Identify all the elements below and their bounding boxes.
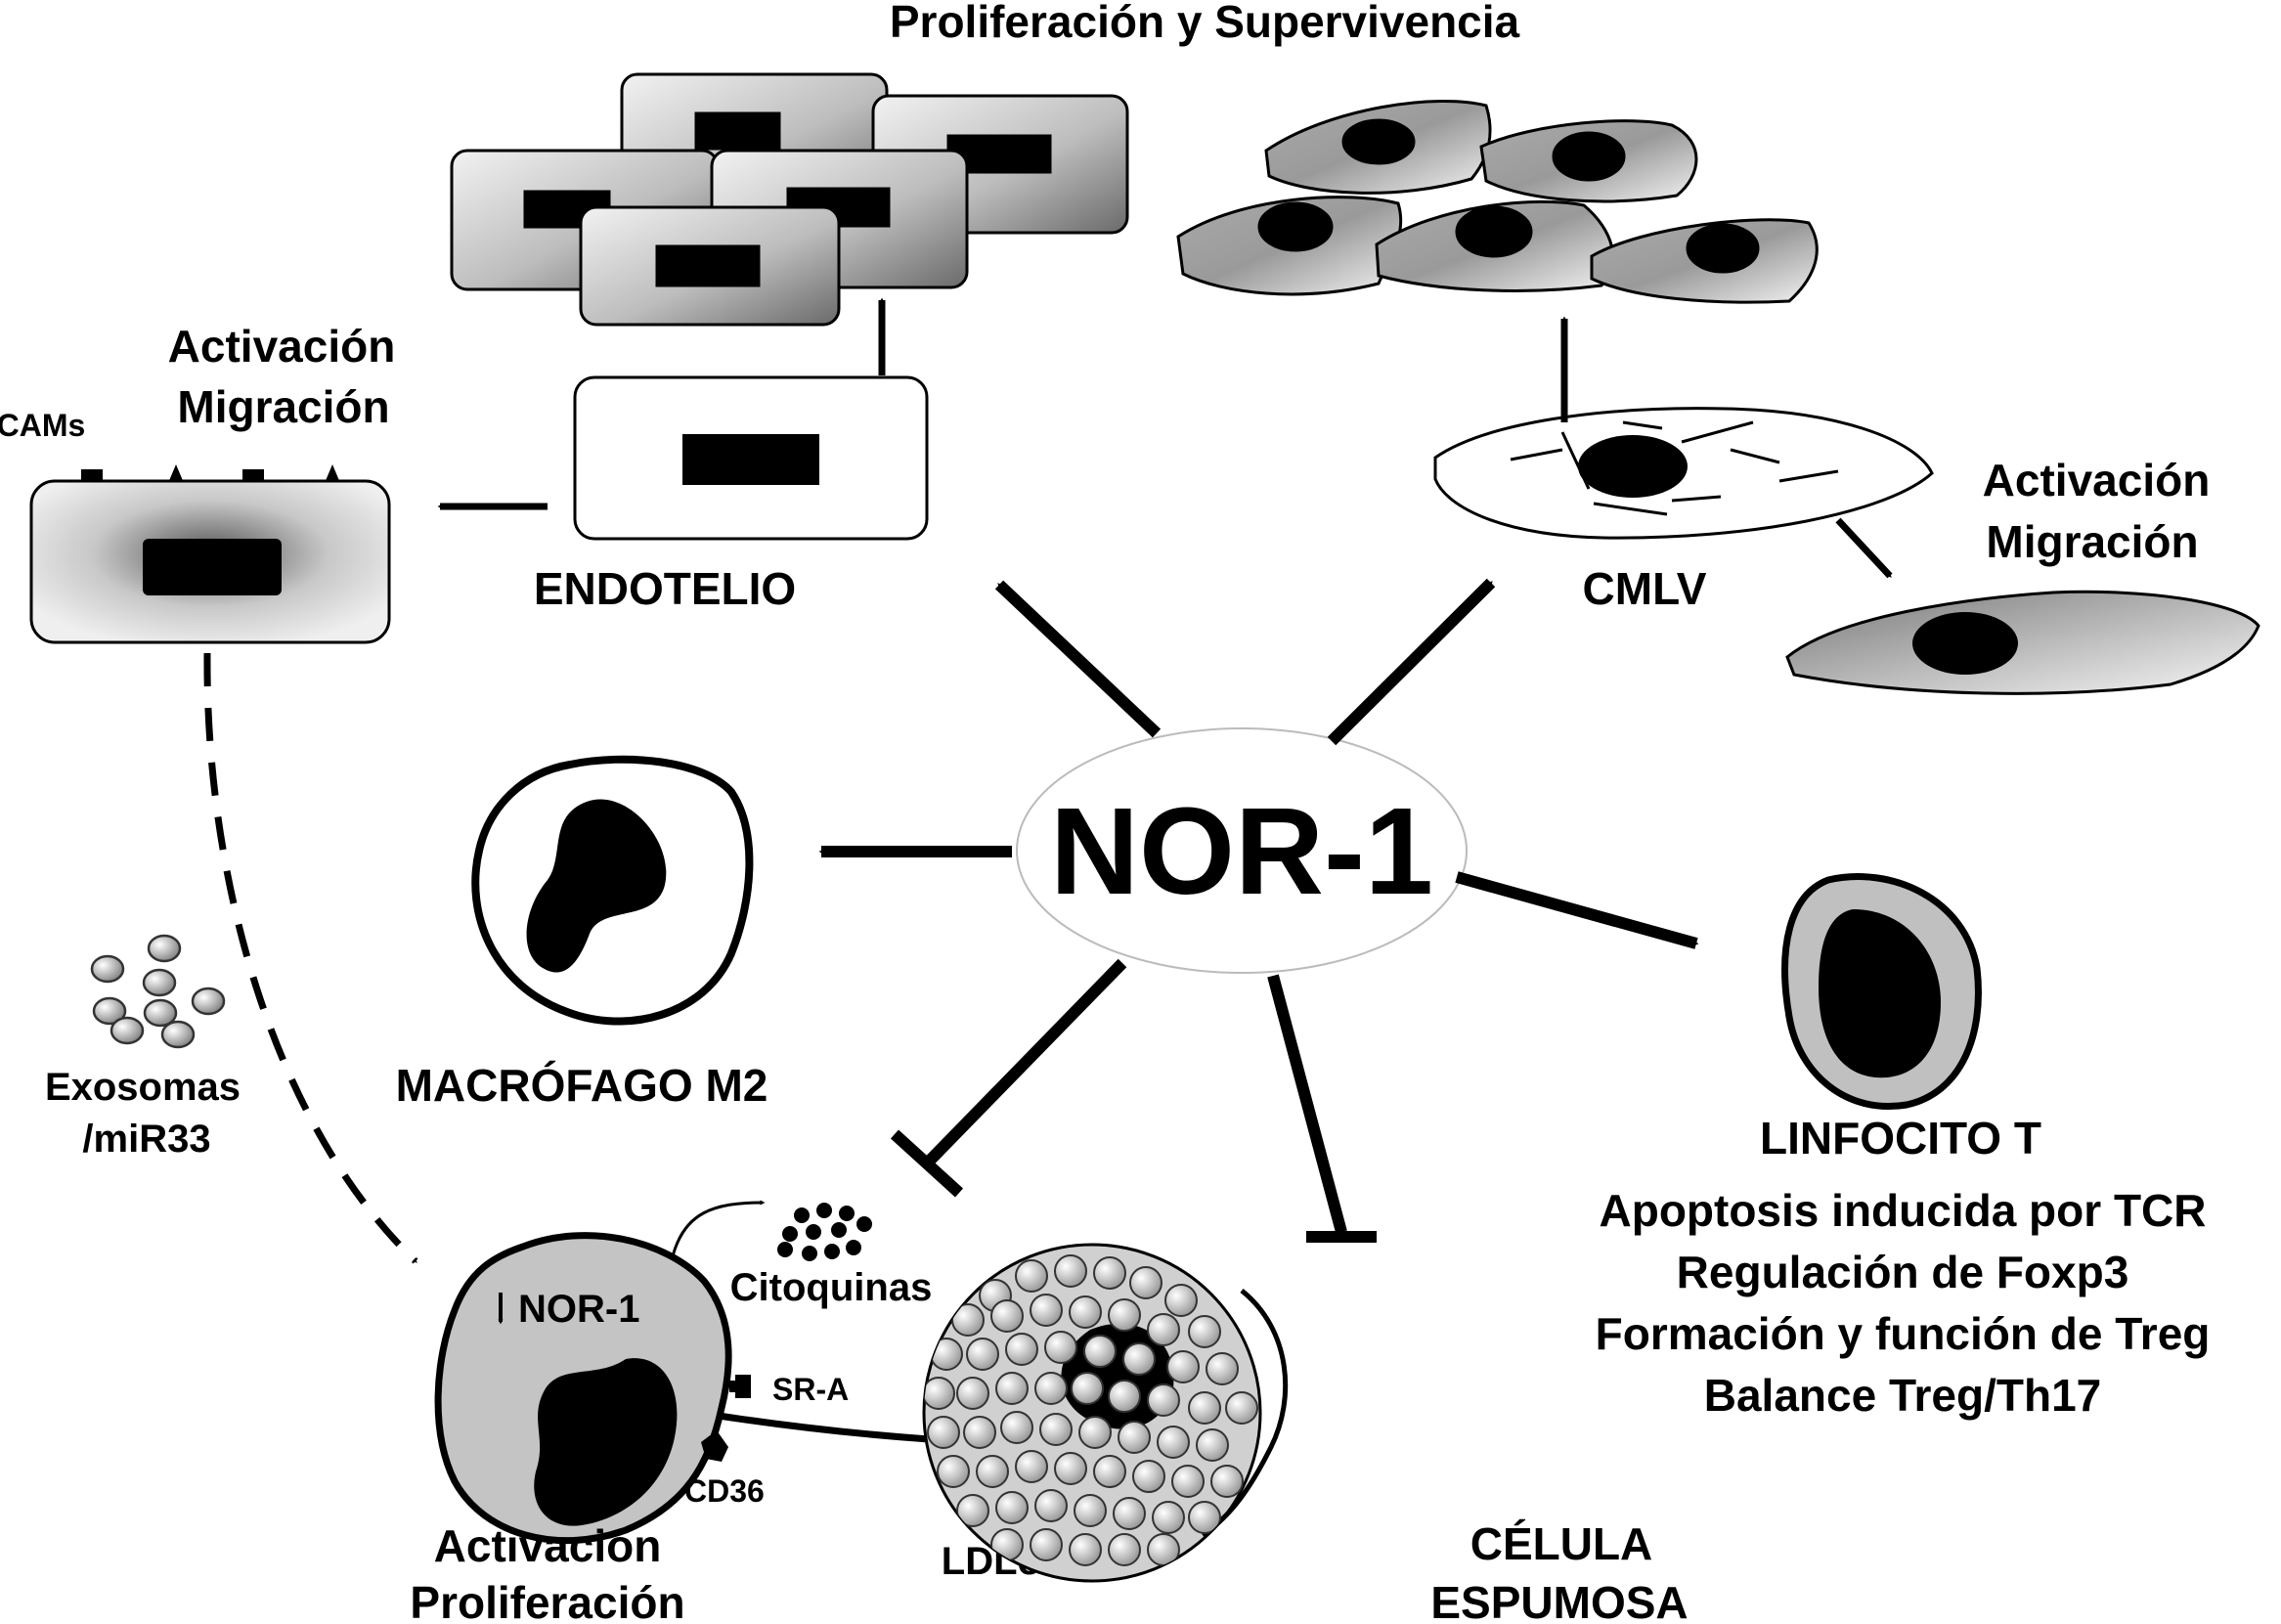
proliferation-label: Proliferación y Supervivencia bbox=[890, 0, 1520, 47]
arrow-to-lymphocyte bbox=[1455, 871, 1699, 949]
smc-resting bbox=[1433, 407, 1934, 540]
foam-cell-label: CÉLULA bbox=[1470, 1518, 1653, 1569]
endothelium-migration-label: Migración bbox=[177, 381, 389, 432]
foam-cell-label: ESPUMOSA bbox=[1430, 1577, 1688, 1624]
nor1-center: NOR-1 bbox=[1016, 727, 1468, 974]
lymphocyte-effect: Apoptosis inducida por TCR bbox=[1600, 1185, 2207, 1236]
endothelium-activation-label: Activación bbox=[168, 321, 396, 372]
t-lymphocyte-label: LINFOCITO T bbox=[1760, 1113, 2041, 1163]
exosomes bbox=[90, 934, 226, 1049]
smc-label: CMLV bbox=[1583, 563, 1707, 614]
exosomes-label: Exosomas bbox=[45, 1066, 241, 1109]
endothelium-label: ENDOTELIO bbox=[534, 563, 796, 614]
smc-migrating bbox=[1785, 590, 2260, 695]
cd36-label: CD36 bbox=[684, 1473, 765, 1509]
lymphocyte-effect: Regulación de Foxp3 bbox=[1677, 1247, 2129, 1297]
macrophage-proliferation-label: Proliferación bbox=[410, 1577, 684, 1624]
macrophage-m2-label: MACRÓFAGO M2 bbox=[396, 1060, 768, 1111]
lipid-droplets bbox=[924, 1254, 1258, 1566]
nor1-inhibitions bbox=[890, 958, 1377, 1243]
endothelial-cell-resting bbox=[573, 375, 929, 541]
macrophage-nucleus bbox=[534, 1358, 678, 1526]
nor1-center-label: NOR-1 bbox=[1050, 782, 1433, 920]
smc-migration-label: Migración bbox=[1986, 516, 2198, 567]
cd36-receptor bbox=[701, 1430, 728, 1462]
smc-cell-stack bbox=[1176, 100, 1819, 304]
macrophage-m2-cell bbox=[471, 755, 754, 1026]
receptors bbox=[701, 1375, 751, 1462]
macrophage-m2-nucleus bbox=[526, 799, 667, 973]
endothelial-cell-activated bbox=[29, 479, 391, 644]
sra-label: SR-A bbox=[772, 1372, 849, 1407]
arrow-smc-migration bbox=[1835, 517, 1893, 579]
arrow-to-endothelium bbox=[994, 580, 1162, 738]
exosome-dashed-path bbox=[203, 652, 418, 1264]
lymphocyte-effect: Balance Treg/Th17 bbox=[1704, 1370, 2102, 1421]
inhibition-cytokines bbox=[922, 958, 1127, 1168]
arrow-to-smc bbox=[1327, 578, 1496, 746]
smc-activation-label: Activación bbox=[1983, 455, 2211, 505]
activated-macrophage-cell bbox=[434, 1232, 732, 1545]
inhibition-foam-cell bbox=[1267, 974, 1347, 1234]
cytokine-release-arrow bbox=[671, 1200, 766, 1257]
macrophage-activation-label: Activación bbox=[434, 1520, 662, 1571]
endothelial-cell-stack bbox=[450, 72, 1129, 327]
t-lymphocyte-cell bbox=[1781, 873, 1982, 1110]
macrophage-nor1-label: NOR-1 bbox=[518, 1288, 639, 1331]
cytokines bbox=[777, 1203, 872, 1261]
lymphocyte-effect: Formación y función de Treg bbox=[1596, 1308, 2211, 1359]
mir33-label: /miR33 bbox=[82, 1118, 210, 1161]
sra-receptor bbox=[735, 1375, 751, 1398]
cytokines-label: Citoquinas bbox=[730, 1266, 933, 1309]
cams-label: CAMs bbox=[0, 408, 85, 443]
foam-cell bbox=[922, 1243, 1289, 1583]
nor1-arrows bbox=[818, 578, 1699, 949]
